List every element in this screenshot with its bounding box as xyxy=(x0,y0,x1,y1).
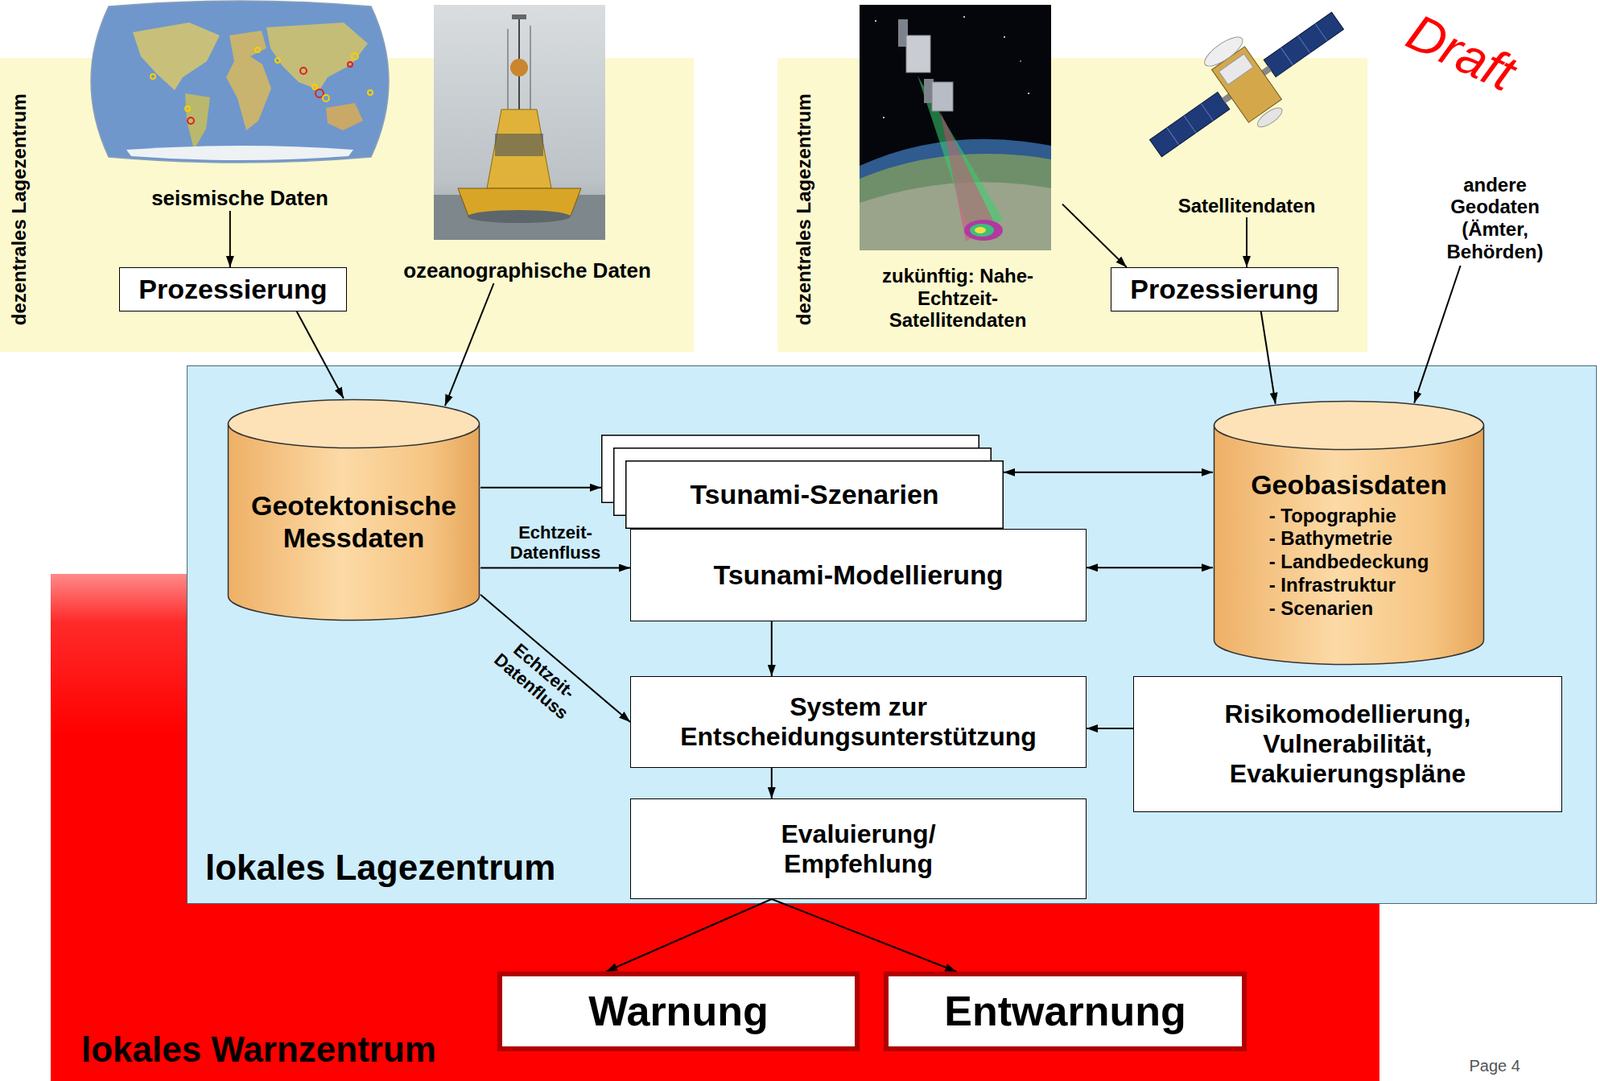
caption: ozeanographische Daten xyxy=(403,259,652,284)
cylinder-body xyxy=(228,424,480,621)
process-box: Evaluierung/ Empfehlung xyxy=(630,798,1087,899)
box-text-group: Prozessierung xyxy=(138,273,327,306)
process-box: Prozessierung xyxy=(119,267,347,312)
alert-text: Entwarnung xyxy=(944,987,1186,1036)
box-text: Prozessierung xyxy=(1129,273,1319,306)
box-text-group: Tsunami-Szenarien xyxy=(625,460,1004,529)
database-cylinder: Geobasisdaten- Topographie- Bathymetrie-… xyxy=(1212,400,1485,666)
database-cylinder: Geotektonische Messdaten xyxy=(226,398,481,622)
list-item: - Bathymetrie xyxy=(1269,527,1393,551)
connector xyxy=(229,210,231,268)
process-box: Prozessierung xyxy=(1110,267,1339,312)
box-text-group: Risikomodellierung, Vulnerabilität, Evak… xyxy=(1211,699,1485,788)
alert-box: Entwarnung xyxy=(883,971,1247,1052)
box-text: Risikomodellierung, Vulnerabilität, Evak… xyxy=(1211,699,1485,788)
connector xyxy=(480,486,602,489)
region-panel: dezentrales Lagezentrum seismische DatenP… xyxy=(0,57,694,352)
list-item: - Landbedeckung xyxy=(1269,550,1430,574)
buoy-photo xyxy=(433,4,606,240)
satellite-scene xyxy=(859,4,1052,251)
process-box: Risikomodellierung, Vulnerabilität, Evak… xyxy=(1133,676,1563,813)
box-text: Tsunami-Modellierung xyxy=(713,559,1003,591)
list-item: - Topographie xyxy=(1269,504,1397,528)
page-number: Page 4 xyxy=(1469,1056,1521,1076)
data-source: ozeanographische Daten xyxy=(387,4,667,284)
panel-title: lokales Warnzentrum xyxy=(81,1029,437,1071)
cylinder-text-group: Geotektonische Messdaten xyxy=(226,449,481,594)
cylinder-title: Geobasisdaten xyxy=(1250,469,1448,501)
box-text: System zur Entscheidungsunterstützung xyxy=(665,692,1052,752)
panel-title: dezentrales Lagezentrum xyxy=(8,93,30,326)
connector xyxy=(771,621,773,677)
stack-sheet xyxy=(626,461,1004,529)
box-text-group: Entwarnung xyxy=(944,987,1186,1036)
region-panel: dezentrales Lagezentrum zukünftig: Nahe-E… xyxy=(777,57,1368,352)
process-box: Tsunami-Modellierung xyxy=(630,528,1087,622)
panel-title: dezentrales Lagezentrum xyxy=(793,93,815,326)
alert-box: Warnung xyxy=(497,971,860,1052)
data-source: zukünftig: Nahe-Echtzeit-Satellitendaten xyxy=(853,4,1063,332)
satellite-photo xyxy=(1125,0,1368,169)
cylinder-text-group: Geobasisdaten- Topographie- Bathymetrie-… xyxy=(1212,451,1485,639)
data-source: andere Geodaten (Ämter, Behörden) xyxy=(1428,170,1562,266)
panel-title: lokales Lagezentrum xyxy=(205,847,556,889)
note-text: andere Geodaten (Ämter, Behörden) xyxy=(1430,173,1560,263)
connector xyxy=(1003,471,1213,474)
box-text: Prozessierung xyxy=(138,273,327,306)
cylinder-top xyxy=(1214,401,1485,450)
cylinder-title: Geotektonische Messdaten xyxy=(241,490,467,553)
connector xyxy=(1086,727,1134,730)
caption: Satellitendaten xyxy=(1178,194,1316,218)
box-text-group: Tsunami-Modellierung xyxy=(713,559,1003,591)
box-text-group: Warnung xyxy=(588,987,768,1036)
cylinder-top xyxy=(228,400,480,449)
connector xyxy=(1245,217,1248,268)
box-text: Tsunami-Szenarien xyxy=(689,478,939,511)
box-text-group: andere Geodaten (Ämter, Behörden) xyxy=(1430,173,1560,263)
process-box: System zur Entscheidungsunterstützung xyxy=(630,676,1087,768)
data-source: Satellitendaten xyxy=(1125,1,1368,218)
stacked-box: Tsunami-Szenarien xyxy=(601,434,1004,529)
cylinder-list: - Topographie- Bathymetrie- Landbedeckun… xyxy=(1269,504,1430,621)
box-text-group: System zur Entscheidungsunterstützung xyxy=(665,692,1052,752)
data-source: seismische Daten xyxy=(76,1,404,211)
list-item: - Infrastruktur xyxy=(1269,573,1396,598)
alert-text: Warnung xyxy=(588,987,768,1036)
connector xyxy=(480,567,631,570)
box-text: Evaluierung/ Empfehlung xyxy=(754,819,964,879)
connector xyxy=(771,767,773,799)
box-text-group: Prozessierung xyxy=(1129,273,1319,306)
caption: seismische Daten xyxy=(151,186,329,211)
caption: zukünftig: Nahe-Echtzeit-Satellitendaten xyxy=(861,264,1055,332)
connector xyxy=(1086,566,1213,569)
edge-label: Echtzeit-Datenfluss xyxy=(503,522,608,564)
center-panel: lokales Lagezentrum Geotektonische Messda… xyxy=(186,365,1597,904)
box-text-group: Evaluierung/ Empfehlung xyxy=(754,819,964,879)
cylinder-body xyxy=(1214,425,1485,665)
list-item: - Scenarien xyxy=(1269,597,1374,621)
watermark: Draft xyxy=(1397,2,1524,104)
world-map xyxy=(76,0,404,164)
